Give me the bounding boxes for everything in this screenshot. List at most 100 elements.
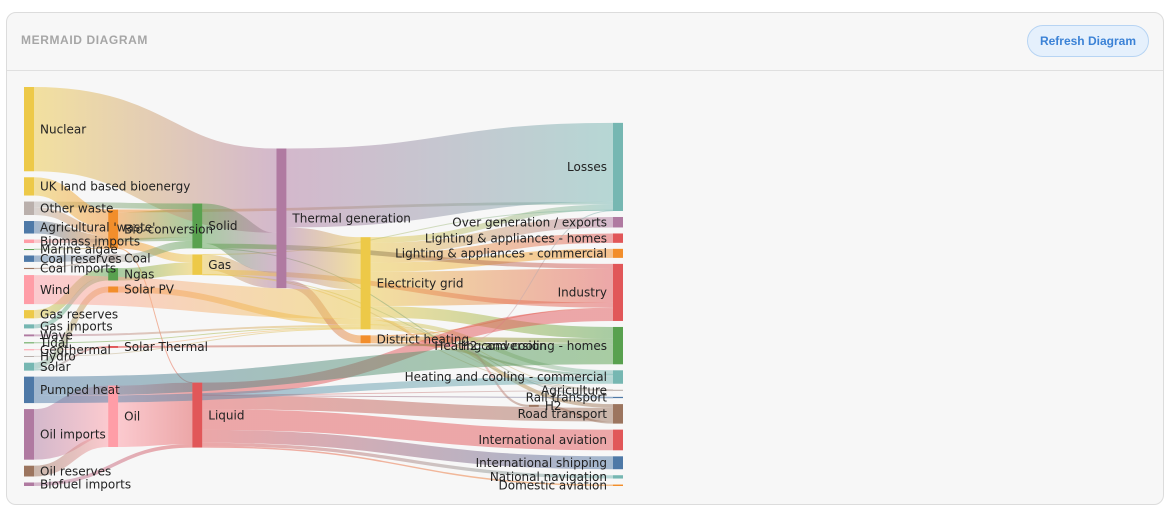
sankey-link-coal-reserves-to-coal bbox=[33, 254, 109, 262]
sankey-links bbox=[32, 87, 614, 487]
sankey-link-other-waste-to-bio-conv bbox=[33, 207, 109, 236]
sankey-link-solid-to-industry bbox=[202, 243, 614, 269]
sankey-label-wave: Wave bbox=[40, 329, 73, 343]
sankey-node-gas-imports bbox=[24, 324, 34, 329]
sankey-label-la-homes: Lighting & appliances - homes bbox=[425, 231, 607, 245]
sankey-label-bio-conv: Bio-conversion bbox=[124, 222, 213, 236]
sankey-label-industry: Industry bbox=[558, 286, 607, 300]
sankey-link-oil-to-liquid bbox=[117, 382, 193, 447]
sankey-node-agriculture bbox=[613, 389, 623, 391]
sankey-node-oil-reserves bbox=[24, 465, 34, 477]
sankey-link-oil-reserves-to-oil bbox=[33, 436, 109, 477]
sankey-label-solar: Solar bbox=[40, 360, 71, 374]
sankey-nodes bbox=[24, 87, 623, 486]
sankey-node-geothermal bbox=[24, 349, 34, 351]
sankey-label-intl-shipping: International shipping bbox=[476, 456, 607, 470]
sankey-link-pumped-heat-to-hc-homes bbox=[33, 344, 614, 396]
sankey-node-bio-conv bbox=[108, 209, 119, 249]
sankey-label-gas-imports: Gas imports bbox=[40, 320, 113, 334]
sankey-node-nuclear bbox=[24, 87, 34, 172]
sankey-label-tidal: Tidal bbox=[39, 336, 69, 350]
sankey-link-ngas-to-gas bbox=[118, 262, 193, 281]
sankey-label-electricity-grid: Electricity grid bbox=[377, 276, 464, 290]
sankey-diagram: Agricultural 'waste'Bio-conversionLiquid… bbox=[24, 87, 623, 492]
sankey-link-coal-imports-to-coal bbox=[33, 260, 109, 270]
sankey-link-marine-algae-to-bio-conv bbox=[33, 247, 109, 250]
sankey-link-gas-to-industry bbox=[202, 269, 614, 308]
sankey-node-pumped-heat bbox=[24, 376, 34, 404]
sankey-link-solid-to-thermal-gen bbox=[200, 203, 278, 273]
sankey-link-h2-conv-to-losses bbox=[454, 210, 614, 346]
sankey-node-over-gen bbox=[613, 216, 623, 228]
sankey-link-other-waste-to-solid bbox=[33, 201, 193, 210]
diagram-card: MERMAID DIAGRAM Refresh Diagram Agricult… bbox=[6, 12, 1164, 505]
sankey-label-road-transport: Road transport bbox=[518, 407, 608, 421]
sankey-node-district-heating bbox=[360, 335, 371, 344]
sankey-node-losses bbox=[613, 122, 623, 211]
card-header: MERMAID DIAGRAM Refresh Diagram bbox=[7, 13, 1163, 71]
sankey-node-la-commercial bbox=[613, 248, 623, 258]
card-title: MERMAID DIAGRAM bbox=[21, 33, 148, 47]
sankey-node-ngas bbox=[108, 268, 119, 281]
sankey-link-district-heating-to-hc-homes bbox=[370, 336, 614, 343]
sankey-label-hydro: Hydro bbox=[40, 350, 76, 364]
sankey-link-thermal-gen-to-losses bbox=[286, 122, 614, 228]
sankey-node-solar-pv bbox=[108, 286, 119, 293]
sankey-link-liquid-to-road-transport bbox=[202, 395, 614, 422]
sankey-node-agri-waste bbox=[24, 221, 34, 234]
sankey-label-solid: Solid bbox=[208, 219, 237, 233]
sankey-label-pumped-heat: Pumped heat bbox=[40, 383, 120, 397]
sankey-node-tidal bbox=[24, 342, 34, 344]
sankey-label-h2-conv: H2 conversion bbox=[461, 339, 547, 353]
sankey-link-solar-to-solar-thermal bbox=[33, 345, 109, 371]
sankey-link-electricity-grid-to-over-gen bbox=[370, 216, 614, 254]
sankey-node-gas bbox=[192, 254, 203, 275]
sankey-label-uk-land-bio: UK land based bioenergy bbox=[40, 180, 190, 194]
sankey-label-domestic-aviation: Domestic aviation bbox=[499, 478, 608, 492]
sankey-label-losses: Losses bbox=[567, 160, 607, 174]
sankey-link-liquid-to-intl-shipping bbox=[202, 429, 614, 470]
sankey-link-liquid-to-domestic-aviation bbox=[202, 446, 614, 487]
sankey-link-electricity-grid-to-la-commercial bbox=[370, 248, 614, 272]
sankey-label-marine-algae: Marine algae bbox=[40, 242, 118, 256]
sankey-node-road-transport bbox=[613, 404, 623, 424]
sankey-node-wind bbox=[24, 275, 34, 305]
sankey-link-pumped-heat-to-hc-commercial bbox=[33, 376, 614, 404]
sankey-label-biofuel-imports: Biofuel imports bbox=[40, 477, 131, 491]
sankey-node-biofuel-imports bbox=[24, 482, 34, 486]
sankey-label-over-gen: Over generation / exports bbox=[452, 215, 607, 229]
sankey-label-intl-aviation: International aviation bbox=[478, 433, 607, 447]
sankey-node-marine-algae bbox=[24, 249, 34, 251]
sankey-label-district-heating: District heating bbox=[377, 333, 470, 347]
sankey-label-ngas: Ngas bbox=[124, 268, 154, 282]
sankey-node-gas-reserves bbox=[24, 310, 34, 319]
sankey-node-oil-imports bbox=[24, 409, 34, 460]
sankey-link-h2-conv-to-h2 bbox=[454, 344, 529, 407]
sankey-label-gas: Gas bbox=[208, 258, 231, 272]
sankey-label-coal: Coal bbox=[124, 252, 150, 266]
sankey-label-rail-transport: Rail transport bbox=[526, 391, 608, 405]
sankey-node-hydro bbox=[24, 355, 34, 357]
sankey-node-oil bbox=[108, 385, 119, 447]
sankey-label-nuclear: Nuclear bbox=[40, 122, 86, 136]
sankey-node-intl-aviation bbox=[613, 429, 623, 451]
sankey-link-bio-conv-to-solid bbox=[118, 209, 193, 241]
sankey-link-wave-to-electricity-grid bbox=[33, 324, 361, 337]
refresh-diagram-button[interactable]: Refresh Diagram bbox=[1026, 25, 1149, 57]
sankey-label-la-commercial: Lighting & appliances - commercial bbox=[395, 247, 607, 261]
sankey-link-electricity-grid-to-road-transport bbox=[370, 325, 614, 408]
sankey-node-wave bbox=[24, 334, 34, 337]
sankey-node-coal-imports bbox=[24, 267, 34, 270]
sankey-label-oil-reserves: Oil reserves bbox=[40, 464, 111, 478]
sankey-link-uk-land-bio-to-bio-conv bbox=[33, 177, 109, 228]
sankey-node-h2-conv bbox=[444, 344, 455, 347]
sankey-label-national-navigation: National navigation bbox=[490, 470, 607, 484]
sankey-node-la-homes bbox=[613, 233, 623, 243]
sankey-link-oil-imports-to-oil bbox=[32, 385, 110, 460]
sankey-label-hc-commercial: Heating and cooling - commercial bbox=[405, 370, 607, 384]
sankey-label-oil: Oil bbox=[124, 409, 140, 423]
sankey-label-solar-thermal: Solar Thermal bbox=[124, 340, 208, 354]
sankey-node-solar bbox=[24, 362, 34, 371]
sankey-label-solar-pv: Solar PV bbox=[124, 283, 175, 297]
sankey-node-other-waste bbox=[24, 201, 34, 216]
